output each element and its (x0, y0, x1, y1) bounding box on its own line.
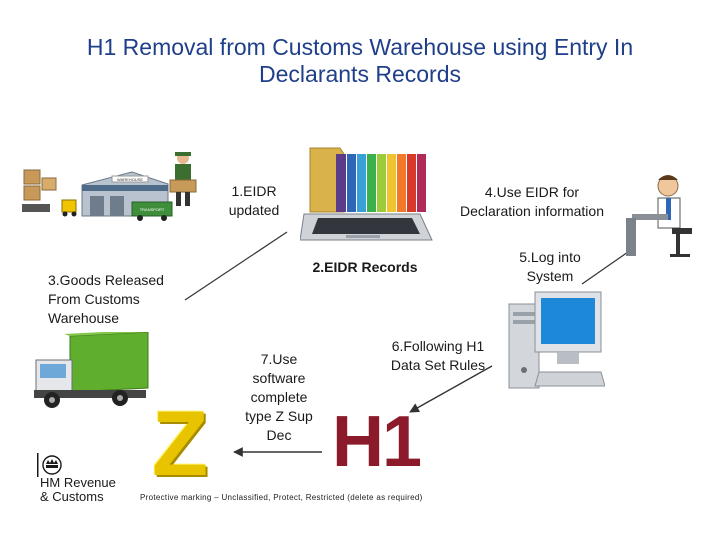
label-goods-released: 3.Goods Released From Customs Warehouse (48, 271, 198, 328)
transport-sign: TRANSPORT (140, 207, 165, 212)
label-following-h1-line-2: Data Set Rules (390, 357, 486, 373)
label-use-software-line-2: software (252, 370, 306, 386)
laptop-folders-illustration (300, 147, 433, 241)
label-eidr-updated-line-2: updated (228, 202, 280, 218)
warehouse-sign: WAREHOUSE (117, 177, 143, 182)
label-use-software-line-1: 7.Use (260, 351, 298, 367)
page-title: H1 Removal from Customs Warehouse using … (0, 34, 720, 88)
label-log-into: 5.Log into System (510, 248, 590, 286)
label-goods-released-line-1: 3.Goods Released (48, 272, 164, 288)
h1-text: H1 (332, 402, 422, 482)
hmrc-logo-line-1: HM Revenue (40, 475, 116, 490)
warehouse-illustration: WAREHOUSE TRANSPORT (22, 152, 197, 221)
label-use-software-line-3: complete (250, 389, 308, 405)
z-letter-icon: Z (152, 393, 209, 495)
label-log-into-line-1: 5.Log into (519, 249, 581, 265)
crown-crest-icon (37, 453, 62, 477)
label-following-h1: 6.Following H1 Data Set Rules (370, 337, 506, 375)
label-eidr-updated-line-1: 1.EIDR (231, 183, 277, 199)
title-line-2: Declarants Records (259, 61, 461, 87)
label-use-software-line-5: Dec (266, 427, 292, 443)
desktop-computer-illustration (508, 291, 605, 389)
label-use-software-line-4: type Z Sup (245, 408, 313, 424)
label-use-eidr-line-2: Declaration information (460, 203, 604, 219)
arrow-records-to-goods (184, 231, 288, 301)
arrow-rules-to-h1 (409, 365, 493, 413)
hmrc-logo: HM Revenue & Customs (40, 476, 116, 504)
hmrc-logo-line-2: & Customs (40, 489, 104, 504)
arrow-log-into (581, 251, 629, 285)
label-log-into-line-2: System (526, 268, 574, 284)
label-goods-released-line-2: From Customs (48, 291, 140, 307)
label-eidr-updated: 1.EIDR updated (212, 182, 296, 220)
title-line-1: H1 Removal from Customs Warehouse using … (86, 34, 634, 60)
truck-illustration (34, 332, 149, 408)
person-at-desk-illustration (626, 175, 692, 257)
footer-protective-marking: Protective marking – Unclassified, Prote… (140, 493, 423, 502)
label-use-software: 7.Use software complete type Z Sup Dec (236, 350, 322, 445)
label-following-h1-line-1: 6.Following H1 (391, 338, 485, 354)
label-goods-released-line-3: Warehouse (48, 310, 120, 326)
label-eidr-records: 2.EIDR Records (312, 259, 418, 275)
label-use-eidr-line-1: 4.Use EIDR for (484, 184, 580, 200)
label-use-eidr: 4.Use EIDR for Declaration information (440, 183, 624, 221)
